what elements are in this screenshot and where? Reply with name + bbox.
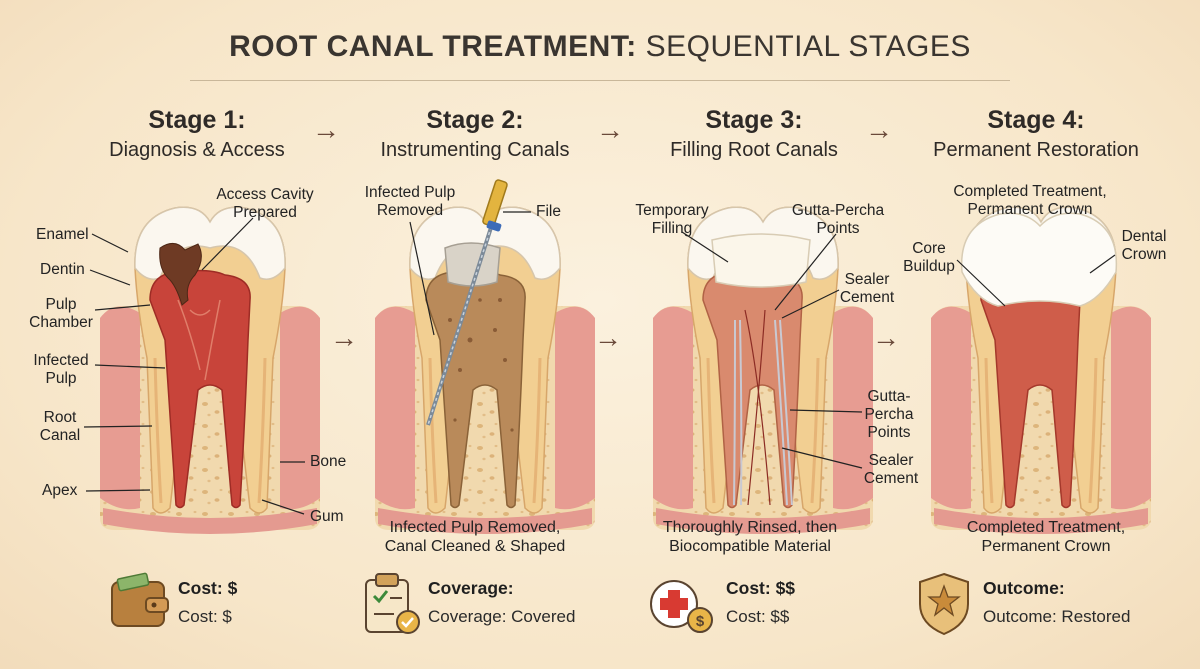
label-sealer-bottom-line2: Cement <box>863 470 919 487</box>
stage-1-heading: Stage 1: Diagnosis & Access <box>57 106 337 164</box>
label-dental-crown-line1: Dental <box>1121 228 1167 245</box>
info-stage-4: Outcome: Outcome: Restored <box>983 578 1130 627</box>
label-sealer-top-line2: Cement <box>839 289 895 306</box>
label-root-canal-line1: Root <box>43 409 77 426</box>
label-gutta-percha-bottom-line3: Points <box>867 424 911 441</box>
stage-3-caption-line2: Biocompatible Material <box>669 538 831 555</box>
label-sealer-top-line1: Sealer <box>844 271 890 288</box>
label-root-canal-line2: Canal <box>39 427 81 444</box>
stage-3-heading: Stage 3: Filling Root Canals <box>614 106 894 164</box>
info-stage-4-value: Outcome: Restored <box>983 607 1131 626</box>
stage-1-number: Stage 1: <box>148 106 246 134</box>
label-gutta-percha-top: Gutta-Percha Points <box>780 202 896 238</box>
arrow-head-1-icon: → <box>312 114 340 145</box>
title-bold: ROOT CANAL TREATMENT: <box>229 30 637 63</box>
svg-text:$: $ <box>696 613 705 630</box>
stage-1-tooth <box>98 205 322 536</box>
stage-2-tooth <box>373 179 597 536</box>
arrow-head-3-icon: → <box>865 114 893 145</box>
label-dental-crown-line2: Crown <box>1121 246 1167 263</box>
label-gutta-percha-bottom-line1: Gutta- <box>867 388 911 405</box>
info-stage-4-heading: Outcome: <box>983 578 1065 598</box>
arrow-mid-3-icon: → <box>872 322 900 353</box>
stage-4-heading: Stage 4: Permanent Restoration <box>896 106 1176 164</box>
label-bone: Bone <box>310 453 347 470</box>
shield-star-icon <box>919 572 969 636</box>
label-sealer-bottom-line1: Sealer <box>868 452 914 469</box>
label-infected-pulp-removed-line2: Removed <box>376 202 444 219</box>
stage-3-number: Stage 3: <box>705 106 803 134</box>
label-core-buildup-line2: Buildup <box>903 258 955 275</box>
stage-3-caption-line1: Thoroughly Rinsed, then <box>662 519 838 536</box>
label-core-buildup: Core Buildup <box>900 240 958 276</box>
label-apex: Apex <box>42 482 78 499</box>
info-stage-2-value: Coverage: Covered <box>428 607 576 626</box>
label-gum: Gum <box>310 508 344 525</box>
info-stage-2: Coverage: Coverage: Covered <box>428 578 575 627</box>
stage-2-caption-line1: Infected Pulp Removed, <box>389 519 561 536</box>
label-root-canal: Root Canal <box>32 409 88 445</box>
info-stage-1-value: Cost: $ <box>178 607 232 626</box>
label-gutta-percha-bottom-line2: Percha <box>864 406 914 423</box>
label-infected-pulp-removed-line1: Infected Pulp <box>364 184 456 201</box>
label-temporary-filling: Temporary Filling <box>624 202 720 238</box>
info-stage-1: Cost: $ Cost: $ <box>178 578 237 627</box>
info-stage-3: Cost: $$ Cost: $$ <box>726 578 795 627</box>
label-infected-pulp-removed: Infected Pulp Removed <box>360 184 460 220</box>
medical-cost-icon: $ <box>650 580 713 633</box>
arrow-mid-1-icon: → <box>330 322 358 353</box>
info-stage-3-value: Cost: $$ <box>726 607 790 626</box>
label-infected-pulp-line1: Infected <box>33 352 89 369</box>
label-infected-pulp-line2: Pulp <box>45 370 77 387</box>
label-completed-top-line1: Completed Treatment, <box>953 183 1107 200</box>
info-stage-2-heading: Coverage: <box>428 578 514 598</box>
stage-3-name: Filling Root Canals <box>670 139 838 161</box>
info-stage-3-heading: Cost: $$ <box>726 578 796 598</box>
label-sealer-bottom: Sealer Cement <box>854 452 928 488</box>
label-pulp-chamber-line2: Chamber <box>29 314 93 331</box>
stage-3-caption: Thoroughly Rinsed, then Biocompatible Ma… <box>610 518 890 556</box>
label-pulp-chamber-line1: Pulp <box>45 296 77 313</box>
label-enamel: Enamel <box>36 226 89 243</box>
label-pulp-chamber: Pulp Chamber <box>26 296 96 332</box>
stage-4-tooth <box>929 205 1153 536</box>
label-dental-crown: Dental Crown <box>1112 228 1176 264</box>
label-completed-top-line2: Permanent Crown <box>967 201 1093 218</box>
label-file: File <box>536 203 561 220</box>
label-gutta-percha-top-line2: Points <box>816 220 860 237</box>
label-temporary-filling-line2: Filling <box>651 220 693 237</box>
stage-2-caption-line2: Canal Cleaned & Shaped <box>384 538 566 555</box>
label-gutta-percha-top-line1: Gutta-Percha <box>791 202 885 219</box>
label-dentin: Dentin <box>40 261 85 278</box>
label-completed-top: Completed Treatment, Permanent Crown <box>930 183 1130 219</box>
stage-2-number: Stage 2: <box>426 106 524 134</box>
wallet-icon <box>111 572 169 627</box>
label-gutta-percha-bottom: Gutta- Percha Points <box>856 388 922 442</box>
label-infected-pulp: Infected Pulp <box>26 352 96 388</box>
arrow-mid-2-icon: → <box>594 322 622 353</box>
info-stage-1-heading: Cost: $ <box>178 578 238 598</box>
stage-4-name: Permanent Restoration <box>933 139 1139 161</box>
clipboard-check-icon <box>365 573 420 634</box>
stage-4-caption-line1: Completed Treatment, <box>966 519 1126 536</box>
title-light: SEQUENTIAL STAGES <box>645 30 971 63</box>
stage-3-tooth <box>651 205 875 536</box>
stage-2-name: Instrumenting Canals <box>380 139 570 161</box>
label-temporary-filling-line1: Temporary <box>635 202 709 219</box>
page-title: ROOT CANAL TREATMENT: SEQUENTIAL STAGES <box>0 30 1200 64</box>
stage-2-heading: Stage 2: Instrumenting Canals <box>335 106 615 164</box>
label-access-cavity-line1: Access Cavity <box>216 186 314 203</box>
stage-1-name: Diagnosis & Access <box>109 139 285 161</box>
stage-4-caption: Completed Treatment, Permanent Crown <box>906 518 1186 556</box>
stage-4-number: Stage 4: <box>987 106 1085 134</box>
arrow-head-2-icon: → <box>596 114 624 145</box>
stage-2-caption: Infected Pulp Removed, Canal Cleaned & S… <box>335 518 615 556</box>
label-access-cavity-line2: Prepared <box>233 204 297 221</box>
label-core-buildup-line1: Core <box>912 240 946 257</box>
title-divider <box>190 80 1010 81</box>
stage-4-caption-line2: Permanent Crown <box>981 538 1111 555</box>
label-access-cavity: Access Cavity Prepared <box>206 186 324 222</box>
label-sealer-top: Sealer Cement <box>830 271 904 307</box>
